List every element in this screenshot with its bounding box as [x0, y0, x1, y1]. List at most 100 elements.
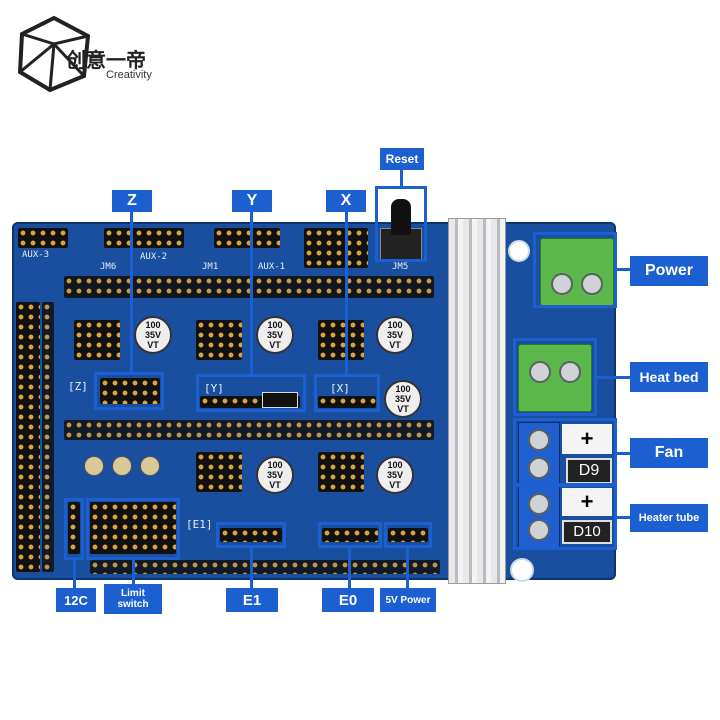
limit-switch-highlight-box [86, 498, 180, 560]
y-tag: [Y] [204, 382, 224, 395]
capacitor-e0: 100 35V VT [376, 456, 414, 494]
y-driver-socket [196, 320, 242, 360]
i2c-pins [68, 502, 80, 554]
d9-plus: + [580, 426, 594, 451]
reset-button-cap [391, 199, 411, 235]
x-highlight-box [314, 374, 380, 412]
heat-bed-connector-line [597, 376, 631, 379]
fan-screw-2 [528, 457, 550, 479]
d10-label: D10 [562, 520, 612, 544]
heat-bed-screw-1 [529, 361, 551, 383]
e1-pins [220, 528, 282, 542]
aux2-silk: AUX-2 [140, 252, 168, 262]
fan-terminal [518, 422, 560, 486]
e0-driver-socket [318, 452, 364, 492]
e0-connector-line [348, 548, 351, 588]
cap-line-2: 35V [394, 394, 411, 404]
fan-callout: Fan [630, 438, 708, 468]
cap-line-2: 35V [386, 470, 403, 480]
d10-plus-area: + [562, 488, 612, 516]
cap-line-1: 100 [267, 320, 283, 330]
limit-switch-connector-line [132, 560, 135, 586]
middle-row [64, 420, 434, 440]
jm5-silk: JM5 [392, 262, 409, 272]
capacitor-y: 100 35V VT [256, 316, 294, 354]
y-jumper-switch [262, 392, 298, 408]
cap-line-3: VT [389, 480, 401, 490]
heat-bed-highlight-box [513, 338, 597, 416]
e1-connector-line [250, 548, 253, 588]
mounting-hole-top [508, 240, 530, 262]
capacitor-x: 100 35V VT [376, 316, 414, 354]
mounting-hole-bottom [510, 558, 534, 582]
limit-switch-pins [90, 502, 176, 554]
heater-screw-1 [528, 493, 550, 515]
y-connector-line [250, 210, 253, 374]
x-connector-line [345, 210, 348, 374]
cap-line-2: 35V [266, 470, 283, 480]
x-callout: X [326, 190, 366, 212]
heatsink [448, 218, 506, 584]
e1-tag: [E1] [186, 518, 213, 531]
z-callout: Z [112, 190, 152, 212]
z-driver-socket [74, 320, 120, 360]
heat-bed-terminal [518, 344, 592, 412]
i2c-callout: 12C [56, 588, 96, 612]
cap-line-1: 100 [387, 320, 403, 330]
left-edge-header-2 [42, 302, 54, 572]
logo-cn-text: 创意一帝 [66, 50, 146, 72]
cap-line-2: 35V [386, 330, 403, 340]
fan-highlight-box [513, 418, 617, 486]
power-screw-1 [551, 273, 573, 295]
cap-line-3: VT [269, 480, 281, 490]
cap-line-2: 35V [266, 330, 283, 340]
cap-line-3: VT [269, 340, 281, 350]
cap-line-1: 100 [145, 320, 161, 330]
cap-line-3: VT [397, 404, 409, 414]
d10-plus: + [580, 489, 594, 514]
limit-switch-line-1: Limit [121, 588, 145, 599]
heater-tube-terminal [518, 486, 560, 548]
bottom-edge-row [90, 560, 440, 574]
z-tag: [Z] [68, 380, 88, 393]
five-v-power-callout: 5V Power [380, 588, 436, 612]
five-v-highlight-box [384, 522, 432, 548]
aux1-silk: AUX-1 [258, 262, 286, 272]
z-jumper-pins [100, 378, 160, 404]
i2c-highlight-box [64, 498, 84, 560]
y-callout: Y [232, 190, 272, 212]
cap-line-1: 100 [267, 460, 283, 470]
d9-plus-area: + [562, 424, 612, 454]
cap-line-2: 35V [144, 330, 161, 340]
aux1-header [304, 228, 368, 268]
reset-connector-line [400, 170, 403, 186]
capacitor-main: 100 35V VT [384, 380, 422, 418]
x-driver-socket [318, 320, 364, 360]
heater-tube-highlight-box [513, 484, 617, 550]
i2c-connector-line [73, 560, 76, 588]
y-highlight-box [196, 374, 306, 412]
x-tag: [X] [330, 382, 350, 395]
power-screw-2 [581, 273, 603, 295]
logo-en-text: Creativity [106, 69, 152, 81]
five-v-pins [388, 528, 428, 542]
power-callout: Power [630, 256, 708, 286]
logo-polyhedron-icon [17, 15, 91, 93]
x-jumper-pins [318, 396, 376, 408]
small-cap-1 [84, 456, 104, 476]
z-highlight-box [94, 372, 164, 410]
z-connector-line [130, 210, 133, 372]
heater-tube-callout: Heater tube [630, 504, 708, 532]
small-cap-3 [140, 456, 160, 476]
power-terminal [540, 238, 614, 306]
reset-callout: Reset [380, 148, 424, 170]
reset-button[interactable] [380, 199, 422, 260]
servo-header [214, 228, 280, 248]
reset-highlight-box [375, 186, 427, 262]
aux2-header [104, 228, 184, 248]
aux3-silk: AUX-3 [22, 250, 50, 260]
arduino-row-top [64, 276, 434, 298]
capacitor-z: 100 35V VT [134, 316, 172, 354]
power-connector-line [617, 268, 631, 271]
jm6-silk: JM6 [100, 262, 117, 272]
